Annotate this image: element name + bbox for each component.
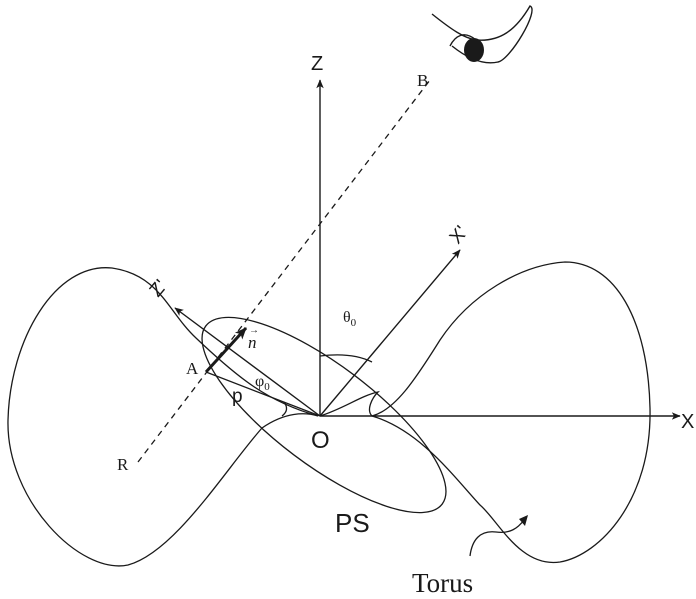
x-prime-axis-label: X' (446, 222, 473, 248)
vector-arrow-glyph: → (249, 325, 259, 336)
line-of-sight (137, 79, 431, 463)
torus-outline-right (369, 261, 651, 564)
z-prime-axis-label: Z' (146, 276, 172, 301)
x-axis-label: X (681, 411, 694, 433)
torus-inner-curve (319, 390, 381, 417)
normal-vector-n (204, 326, 248, 374)
eye-pupil (464, 38, 484, 62)
theta0-arc (319, 354, 373, 363)
segment-p (205, 371, 321, 417)
n-vector-label: n (248, 333, 257, 352)
point-a-label: A (186, 359, 199, 378)
torus-pointer-arrow (469, 515, 528, 557)
ps-label: PS (335, 508, 370, 538)
point-r-label: R (117, 455, 129, 474)
x-prime-axis-line (319, 249, 461, 417)
theta0-label: θ0 (343, 309, 357, 329)
origin-label: O (311, 427, 330, 454)
torus-label: Torus (412, 568, 473, 598)
phi0-arc (281, 401, 288, 417)
point-b-label: B (417, 71, 428, 90)
eye-icon (431, 5, 533, 64)
phi0-label: φ0 (255, 373, 270, 393)
p-label: p (232, 386, 243, 407)
z-axis-label: Z (311, 53, 323, 75)
torus-outline (7, 267, 319, 567)
z-prime-axis-line (174, 307, 321, 417)
